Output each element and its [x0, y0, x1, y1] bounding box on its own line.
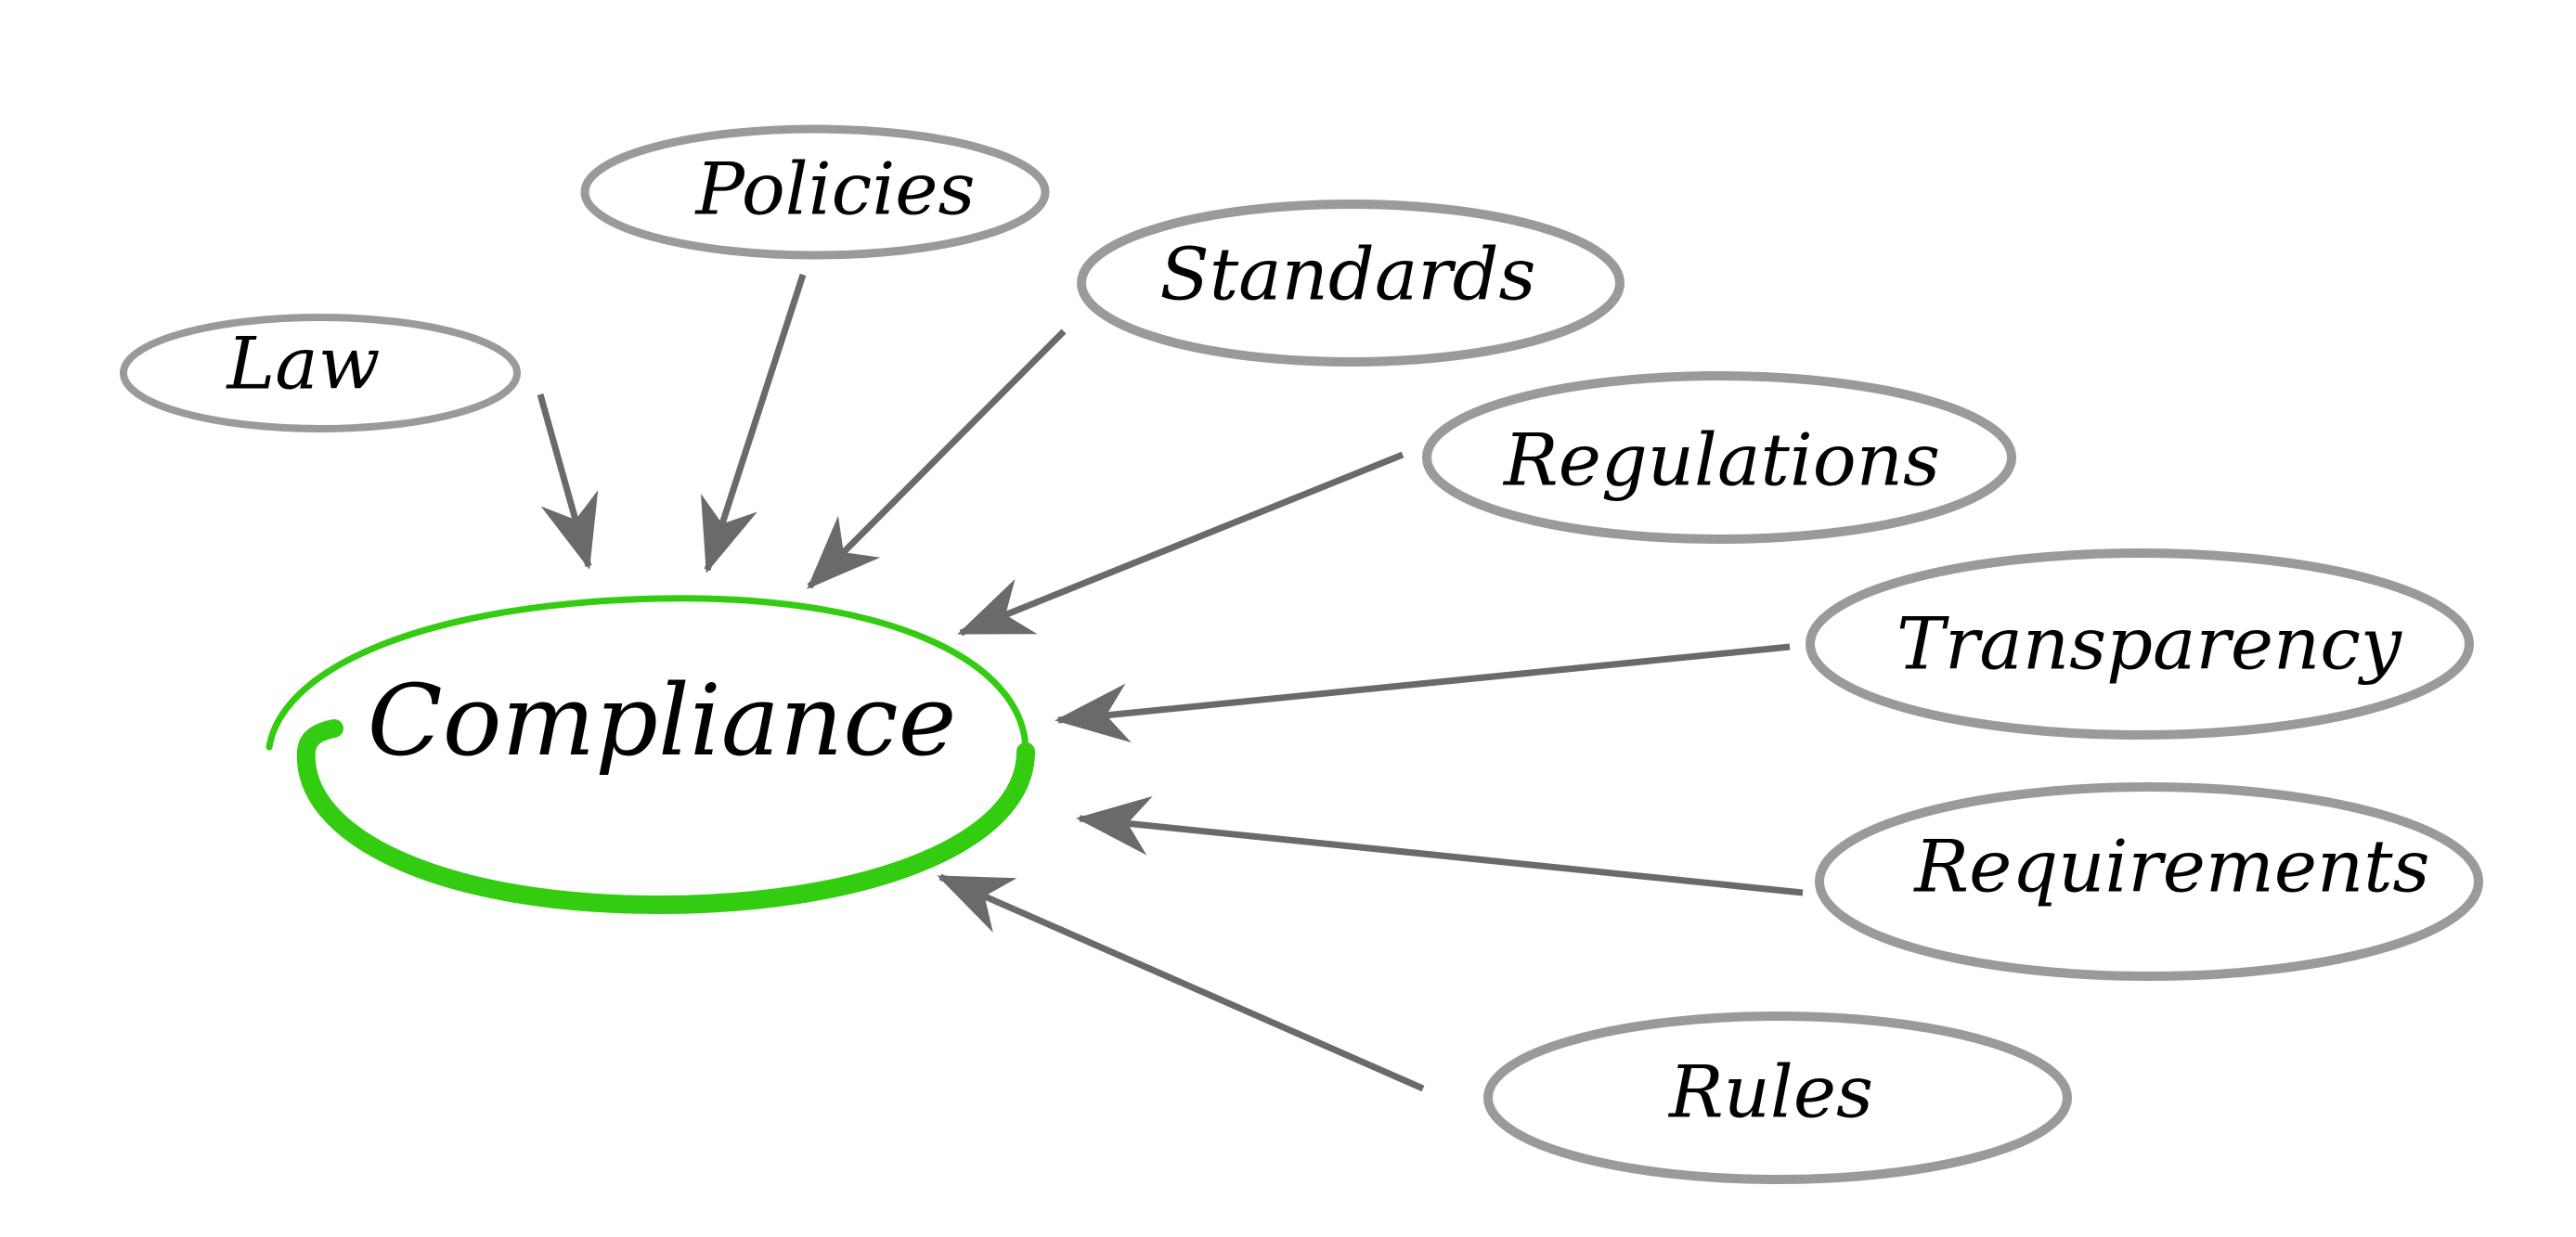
node-standards-label: Standards: [1159, 234, 1535, 317]
node-standards-outline: [1077, 200, 1625, 367]
arrow-requirements: [1076, 795, 1804, 896]
arrow-policies: [700, 273, 807, 573]
central-node: Compliance: [265, 595, 1035, 915]
node-requirements: Requirements: [1815, 782, 2483, 981]
node-regulations-label: Regulations: [1502, 419, 1940, 503]
node-policies-label: Policies: [694, 148, 976, 232]
arrows: [537, 273, 1804, 1092]
central-node-label: Compliance: [368, 664, 957, 778]
node-requirements-label: Requirements: [1912, 826, 2429, 909]
node-rules-outline: [1483, 1012, 2072, 1184]
arrow-standards: [807, 329, 1067, 589]
node-law-label: Law: [225, 323, 380, 406]
arrow-transparency: [1055, 643, 1791, 743]
node-requirements-outline: [1815, 782, 2483, 981]
node-regulations-outline: [1422, 371, 2016, 544]
node-standards: Standards: [1077, 200, 1625, 367]
node-transparency-outline: [1806, 548, 2474, 740]
node-law-outline: [120, 314, 521, 432]
central-node-outline-bottom: [296, 719, 1035, 915]
arrow-law: [537, 393, 599, 570]
node-policies: Policies: [580, 124, 1050, 260]
node-rules: Rules: [1483, 1012, 2072, 1184]
node-transparency-label: Transparency: [1896, 603, 2402, 687]
arrow-rules: [937, 873, 1425, 1092]
node-policies-outline: [580, 124, 1050, 260]
arrow-regulations: [957, 451, 1405, 637]
central-node-outline-top: [265, 595, 1029, 755]
node-rules-label: Rules: [1667, 1051, 1873, 1135]
node-regulations: Regulations: [1422, 371, 2016, 544]
node-law: Law: [120, 314, 521, 432]
node-transparency: Transparency: [1806, 548, 2474, 740]
